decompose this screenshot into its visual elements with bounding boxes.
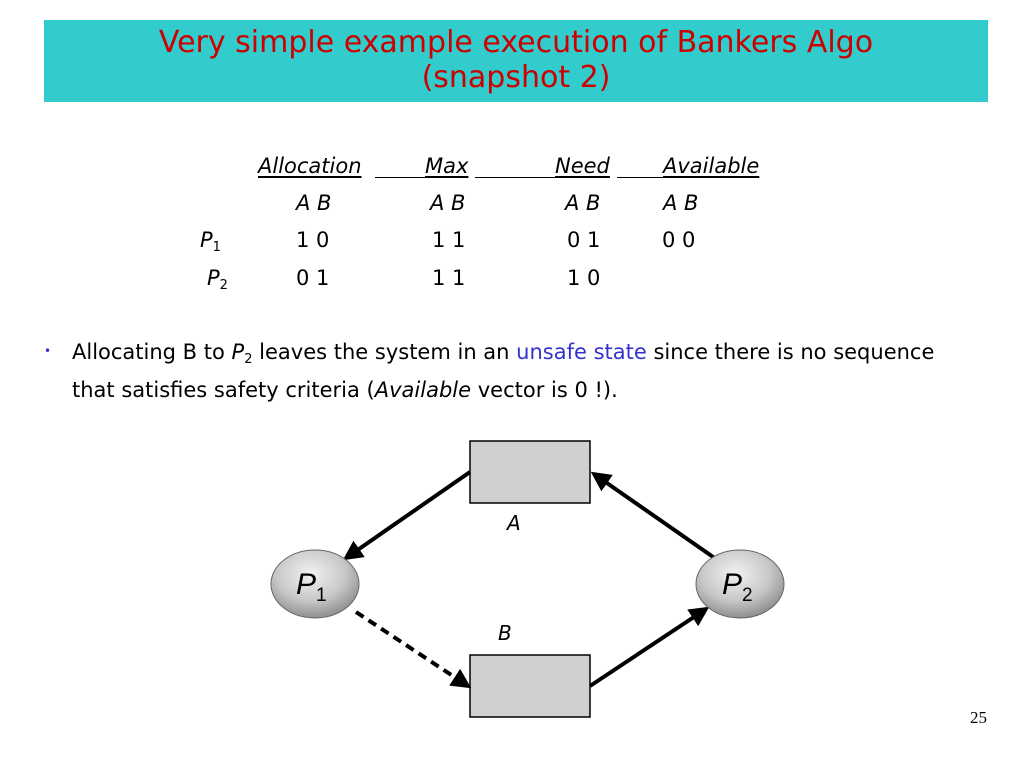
subheader-max: A B bbox=[430, 191, 466, 215]
process-p1-node bbox=[270, 549, 360, 619]
row-p2-max: 1 1 bbox=[432, 266, 466, 290]
title-line-1: Very simple example execution of Bankers… bbox=[158, 25, 874, 60]
row-p1-max: 1 1 bbox=[432, 228, 466, 252]
row-p1-need: 0 1 bbox=[567, 228, 601, 252]
row-p2-need: 1 0 bbox=[567, 266, 601, 290]
subheader-available: A B bbox=[663, 191, 699, 215]
resource-a-label: A bbox=[505, 511, 521, 535]
header-underline-gap-2 bbox=[475, 177, 555, 178]
resource-b-box bbox=[469, 654, 591, 718]
bullet-text: Allocating B to P2 leaves the system in … bbox=[72, 340, 935, 402]
row-p2-process: P2 bbox=[207, 266, 228, 293]
subheader-allocation: A B bbox=[296, 191, 332, 215]
process-p2-node bbox=[695, 549, 785, 619]
title-banner: Very simple example execution of Bankers… bbox=[44, 20, 988, 102]
p1-node-label: P1 bbox=[296, 568, 327, 606]
header-allocation: Allocation bbox=[258, 154, 362, 178]
row-p2-allocation: 0 1 bbox=[296, 266, 330, 290]
resource-a-box bbox=[469, 440, 591, 504]
unsafe-state-highlight: unsafe state bbox=[516, 340, 647, 364]
header-max: Max bbox=[425, 154, 469, 178]
page-number: 25 bbox=[970, 708, 987, 727]
title-line-2: (snapshot 2) bbox=[421, 60, 611, 95]
header-underline-gap-1 bbox=[375, 177, 425, 178]
bullet-dot: • bbox=[44, 344, 52, 358]
row-p1-allocation: 1 0 bbox=[296, 228, 330, 252]
edge-a-to-p1 bbox=[342, 470, 472, 561]
edge-p2-to-a bbox=[590, 471, 718, 561]
header-need: Need bbox=[555, 154, 610, 178]
resource-b-label: B bbox=[498, 621, 512, 645]
header-underline-gap-3 bbox=[617, 177, 663, 178]
edge-p1-to-b-claim bbox=[354, 610, 472, 689]
row-p1-available: 0 0 bbox=[662, 228, 696, 252]
subheader-need: A B bbox=[565, 191, 601, 215]
edge-b-to-p2 bbox=[588, 606, 710, 688]
p2-node-label: P2 bbox=[722, 568, 753, 606]
row-p1-process: P1 bbox=[200, 228, 221, 255]
header-available: Available bbox=[663, 154, 760, 178]
